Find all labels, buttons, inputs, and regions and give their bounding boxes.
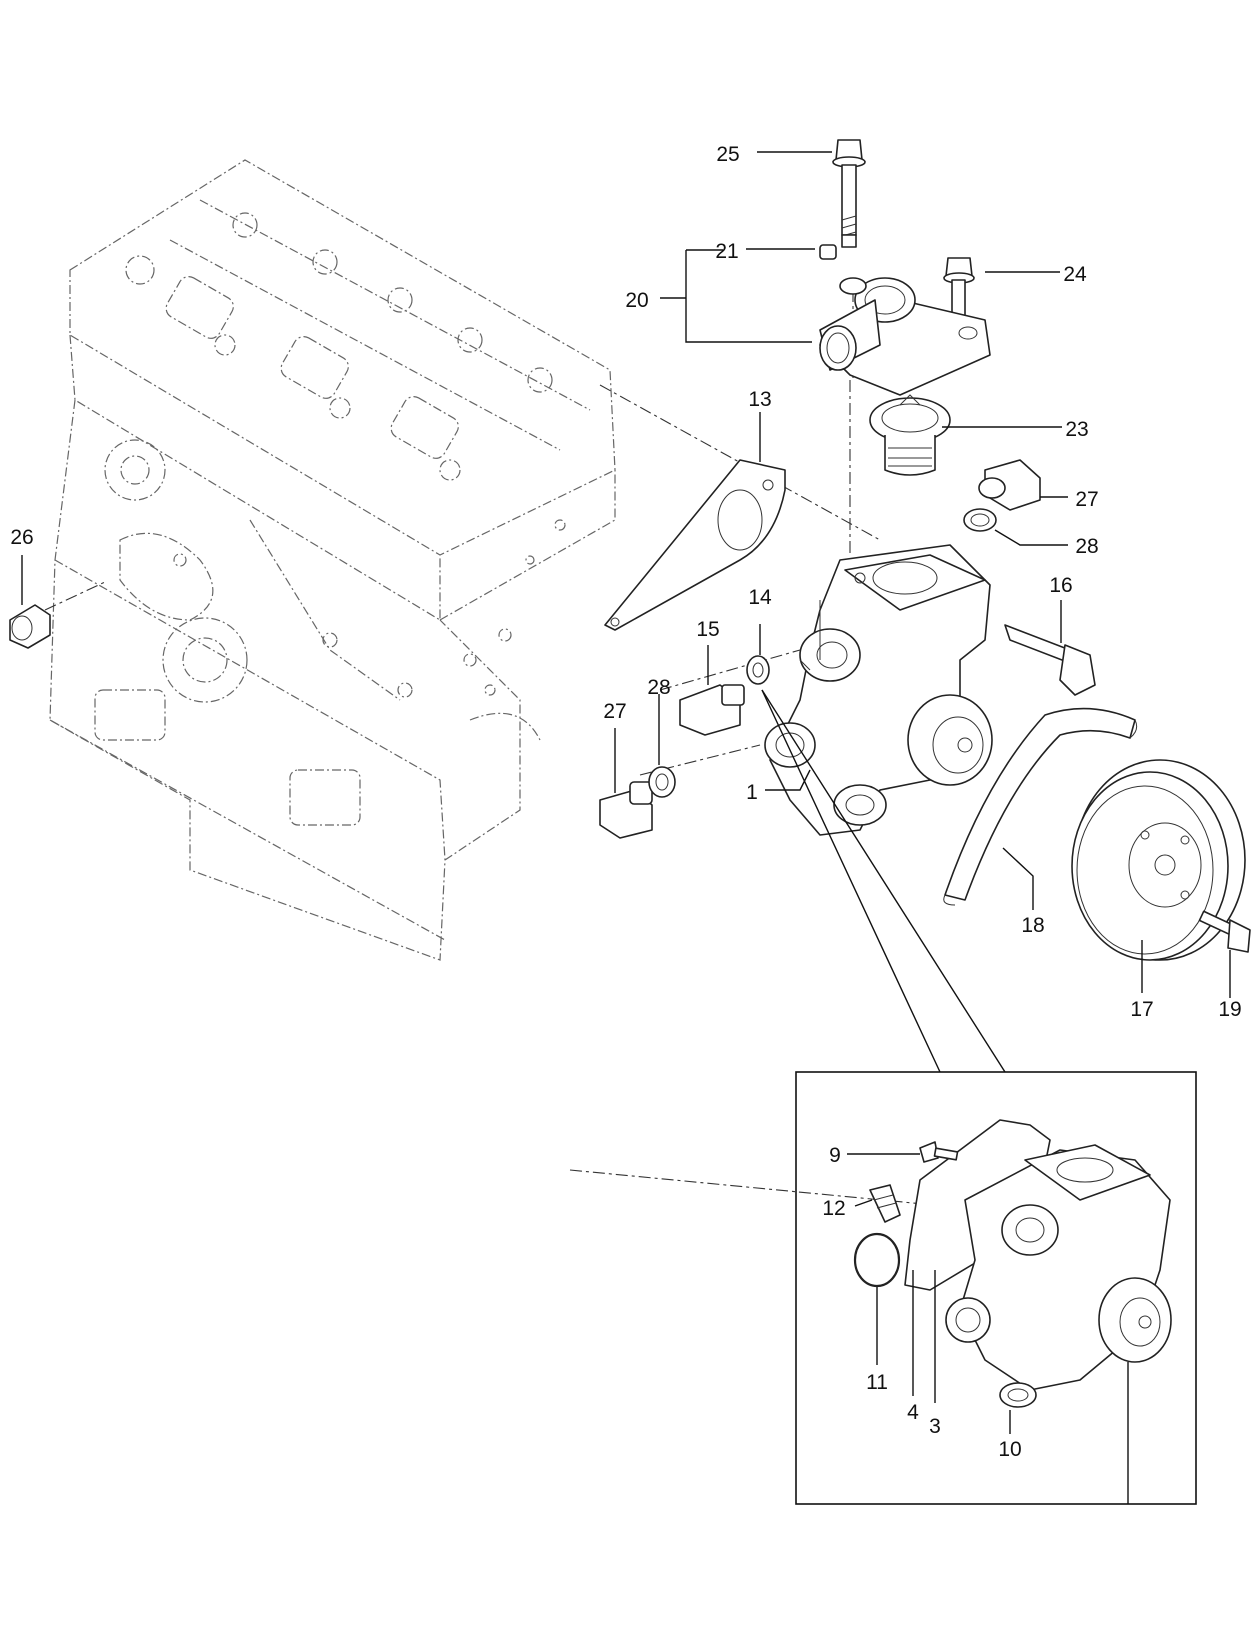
callout-20: 20 (625, 289, 648, 312)
callout-9: 9 (829, 1144, 841, 1167)
thermostat-housing-20 (819, 277, 991, 396)
washer-28-lower (648, 766, 676, 798)
bolt-24 (943, 257, 975, 321)
callout-21: 21 (715, 240, 738, 263)
callout-17: 17 (1130, 998, 1153, 1021)
plug-27-upper (978, 459, 1041, 511)
callout-13: 13 (748, 388, 771, 411)
callout-27-lower: 27 (603, 700, 626, 723)
plug-26 (9, 604, 51, 649)
bolt-25 (832, 139, 866, 248)
callout-28-lower: 28 (647, 676, 670, 699)
v-belt-18 (943, 707, 1138, 906)
callout-28-upper: 28 (1075, 535, 1098, 558)
callout-25: 25 (716, 143, 739, 166)
callout-numbers: 25 21 24 20 13 23 27 28 26 16 14 15 28 2… (10, 143, 1241, 1461)
callout-3: 3 (929, 1415, 941, 1438)
bolt-16 (1004, 624, 1096, 696)
engine-block-phantom (49, 159, 616, 961)
callout-15: 15 (696, 618, 719, 641)
washer-14 (746, 655, 770, 685)
callout-1: 1 (746, 781, 758, 804)
plug-21 (819, 244, 837, 260)
callout-4: 4 (907, 1401, 919, 1424)
water-pump-detail (853, 1119, 1172, 1408)
callout-24: 24 (1063, 263, 1087, 286)
callout-10: 10 (998, 1438, 1021, 1461)
washer-28-upper (963, 508, 997, 532)
callout-11: 11 (866, 1371, 888, 1394)
plug-27-lower (599, 781, 653, 839)
callout-18: 18 (1021, 914, 1044, 937)
callout-12: 12 (822, 1197, 845, 1220)
callout-23: 23 (1065, 418, 1088, 441)
callout-14: 14 (748, 586, 772, 609)
pulley-17 (1071, 759, 1246, 961)
callout-27-upper: 27 (1075, 488, 1098, 511)
leader-lines (21, 151, 1231, 1504)
plug-15 (679, 684, 745, 736)
callout-19: 19 (1218, 998, 1241, 1021)
callout-26: 26 (10, 526, 33, 549)
thermostat-23 (869, 394, 951, 476)
water-pump-1 (764, 544, 993, 836)
bolt-19 (1198, 910, 1251, 953)
gasket-13 (604, 459, 786, 631)
detail-box (761, 689, 1197, 1505)
callout-16: 16 (1049, 574, 1072, 597)
